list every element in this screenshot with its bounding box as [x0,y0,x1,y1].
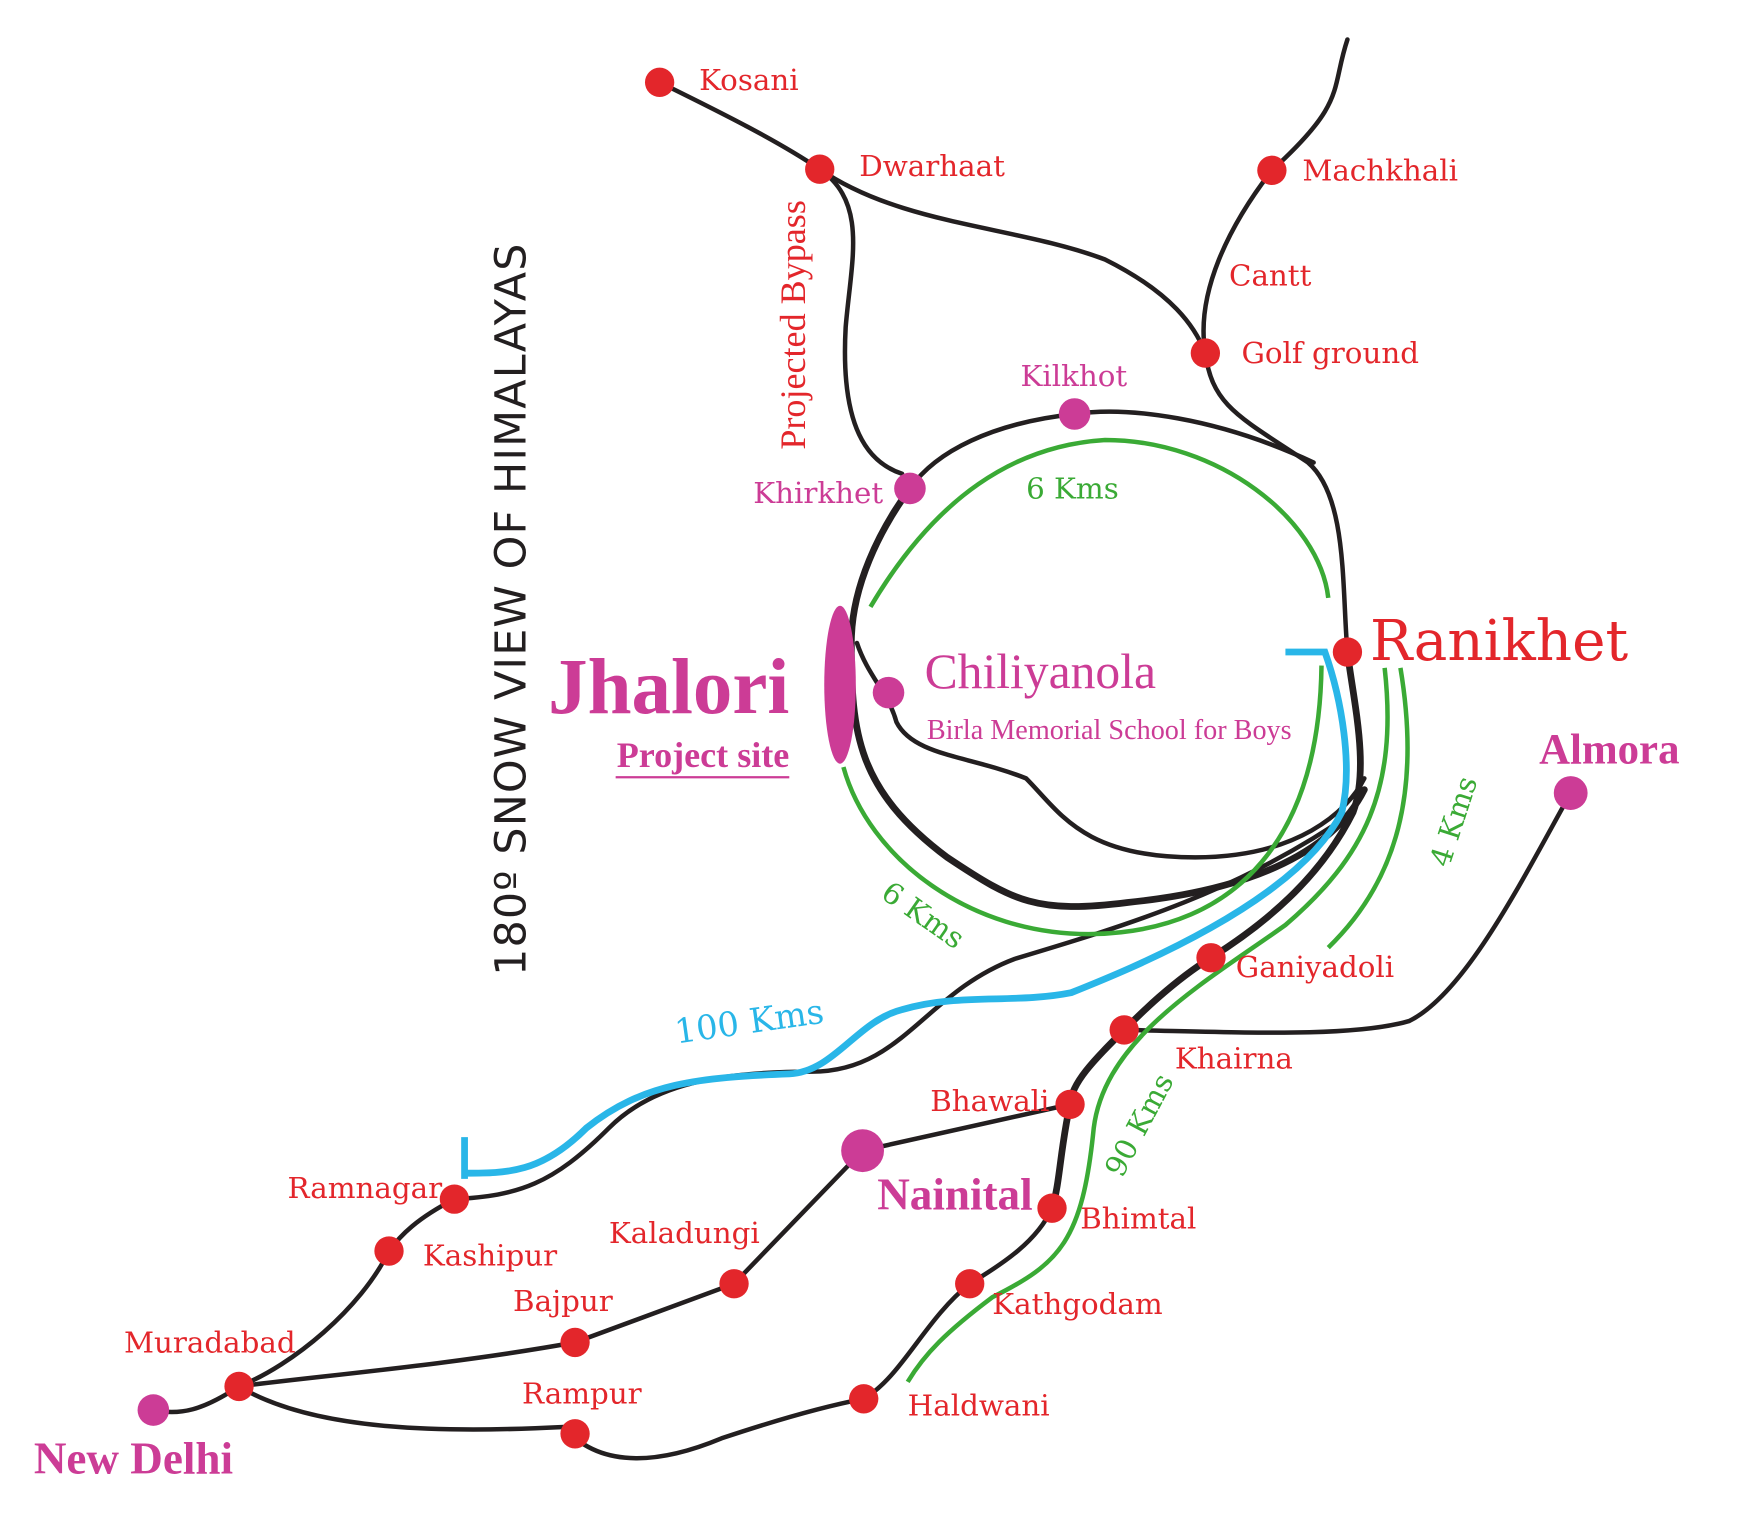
road-bypass [817,166,905,477]
road-machkhali [1201,37,1350,356]
bajpur-label: Bajpur [513,1284,614,1318]
muradabad-marker[interactable] [224,1371,254,1402]
road-dwarhaat-golf [817,166,1208,356]
machkhali-marker[interactable] [1257,155,1287,186]
road-ramnagar-delhi [151,1196,457,1415]
ramnagar-label: Ramnagar [288,1171,444,1205]
road-kosani-dwarhaat [657,80,822,172]
almora-label: Almora [1539,727,1679,774]
ranikhet-label: Ranikhet [1370,609,1628,674]
machkhali-label: Machkhali [1302,153,1458,187]
ramnagar-marker[interactable] [439,1184,470,1214]
kathgodam-label: Kathgodam [992,1287,1162,1321]
nainital-marker[interactable] [841,1129,885,1173]
ganiyadoli-marker[interactable] [1196,943,1226,973]
distance-kathgodam-route: 90 Kms [1098,1068,1180,1182]
golf-ground-marker[interactable] [1190,338,1221,368]
kilkhot-label: Kilkhot [1020,359,1127,393]
kashipur-label: Kashipur [423,1239,558,1273]
ganiyadoli-label: Ganiyadoli [1236,950,1394,984]
khairna-label: Khairna [1175,1041,1293,1075]
arc-north [868,437,1331,609]
road-almora [1121,790,1573,1035]
road-bhawali-nainital [860,1102,1073,1153]
haldwani-label: Haldwani [908,1389,1050,1423]
kosani-label: Kosani [699,63,799,97]
bhimtal-marker[interactable] [1037,1193,1067,1223]
kaladungi-label: Kaladungi [609,1216,760,1250]
road-rampur-haldwani [236,1384,866,1461]
school-label: Birla Memorial School for Boys [927,715,1292,746]
road-ramnagar [452,809,1356,1202]
rampur-label: Rampur [522,1376,643,1410]
almora-marker[interactable] [1553,776,1588,810]
route-100km [461,648,1350,1179]
muradabad-label: Muradabad [124,1326,296,1360]
bhimtal-label: Bhimtal [1080,1201,1196,1235]
new-delhi-label: New Delhi [34,1433,233,1483]
nainital-label: Nainital [877,1169,1032,1219]
bhawali-label: Bhawali [930,1084,1049,1118]
project-site-label: Project site [617,735,790,775]
distance-arcs [461,437,1410,1384]
distance-north-arc: 6 Kms [1026,472,1119,506]
rampur-marker[interactable] [560,1419,590,1449]
haldwani-marker[interactable] [849,1384,879,1414]
kilkhot-marker[interactable] [1058,398,1091,430]
golf-ground-label: Golf ground [1241,336,1419,370]
dwarhaat-marker[interactable] [805,154,835,184]
kaladungi-marker[interactable] [719,1269,749,1299]
kashipur-marker[interactable] [374,1236,404,1266]
roads [151,37,1573,1461]
kosani-marker[interactable] [644,67,675,98]
chiliyanola-marker[interactable] [872,676,905,709]
arc-90km-route [905,667,1390,1384]
side-title: 180º SNOW VIEW OF HIMALAYAS [486,242,536,975]
arc-south [841,665,1324,937]
distance-ranikhet-arc: 4 Kms [1423,772,1484,871]
khirkhet-label: Khirkhet [753,476,883,510]
ranikhet-marker[interactable] [1332,637,1363,667]
new-delhi-marker[interactable] [137,1394,170,1426]
towns: Kosani Dwarhaat Machkhali Cantt Golf gro… [34,63,1680,1483]
road-golf-ranikhet [1203,350,1350,655]
distance-south-arc: 6 Kms [875,875,970,956]
distance-ramnagar-route: 100 Kms [672,992,826,1052]
chiliyanola-label: Chiliyanola [925,644,1156,699]
jhalori-label: Jhalori [548,644,789,731]
kathgodam-marker[interactable] [955,1269,985,1299]
bypass-label: Projected Bypass [773,200,813,450]
bhawali-marker[interactable] [1055,1089,1085,1120]
bajpur-marker[interactable] [560,1327,590,1358]
dwarhaat-label: Dwarhaat [859,149,1005,183]
road-chiliyanola [854,640,1367,860]
road-nainital-muradabad [236,1148,865,1389]
khirkhet-marker[interactable] [894,472,926,505]
cantt-label: Cantt [1229,258,1312,292]
arc-4km [1326,667,1410,950]
khairna-marker[interactable] [1109,1015,1139,1045]
road-khirkhet-loop [847,485,1368,910]
jhalori-site-marker[interactable] [824,605,856,764]
